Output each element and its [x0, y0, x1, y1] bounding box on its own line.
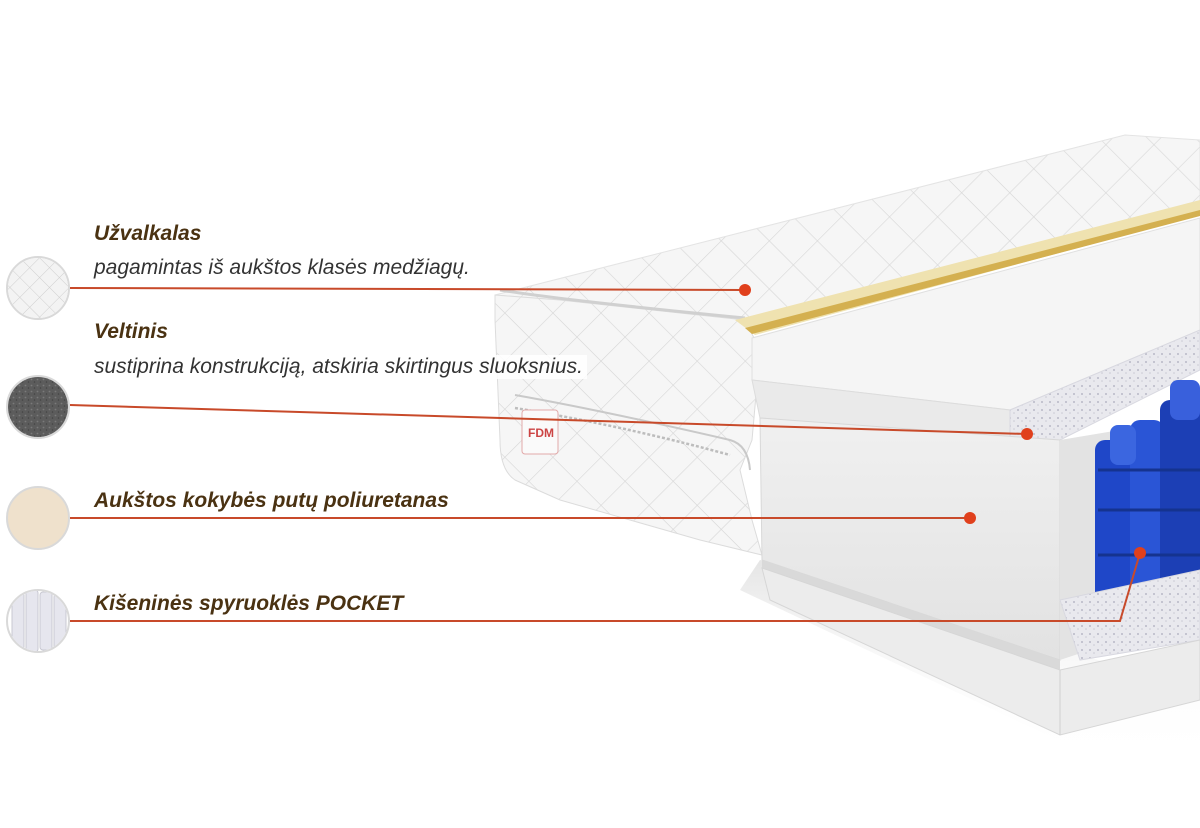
- marker-dot-foam: [964, 512, 976, 524]
- layer-description-cover: pagamintas iš aukštos klasės medžiagų.: [94, 256, 474, 280]
- leader-line-springs: [70, 552, 1141, 622]
- marker-dot-felt: [1021, 428, 1033, 440]
- quilted-fabric-icon: [6, 256, 70, 320]
- layer-title-foam: Aukštos kokybės putų poliuretanas: [94, 489, 449, 512]
- marker-dots: [739, 284, 1146, 559]
- leader-line-felt: [69, 404, 1028, 435]
- felt-icon: [6, 375, 70, 439]
- leader-line-cover: [69, 287, 746, 291]
- layer-title-springs: Kišeninės spyruoklės POCKET: [94, 592, 404, 615]
- mattress-brand-label: FDM: [528, 426, 554, 440]
- pocket-springs-icon: [6, 589, 70, 653]
- marker-dot-springs: [1134, 547, 1146, 559]
- leader-lines: [69, 287, 1141, 622]
- layer-title-felt: Veltinis: [94, 320, 168, 343]
- foam-icon: [6, 486, 70, 550]
- felt-layer: [1009, 329, 1200, 441]
- pocket-springs: [1095, 380, 1200, 610]
- layer-title-cover: Užvalkalas: [94, 222, 202, 245]
- marker-dot-cover: [739, 284, 751, 296]
- layer-description-felt: sustiprina konstrukciją, atskiria skirti…: [94, 355, 588, 379]
